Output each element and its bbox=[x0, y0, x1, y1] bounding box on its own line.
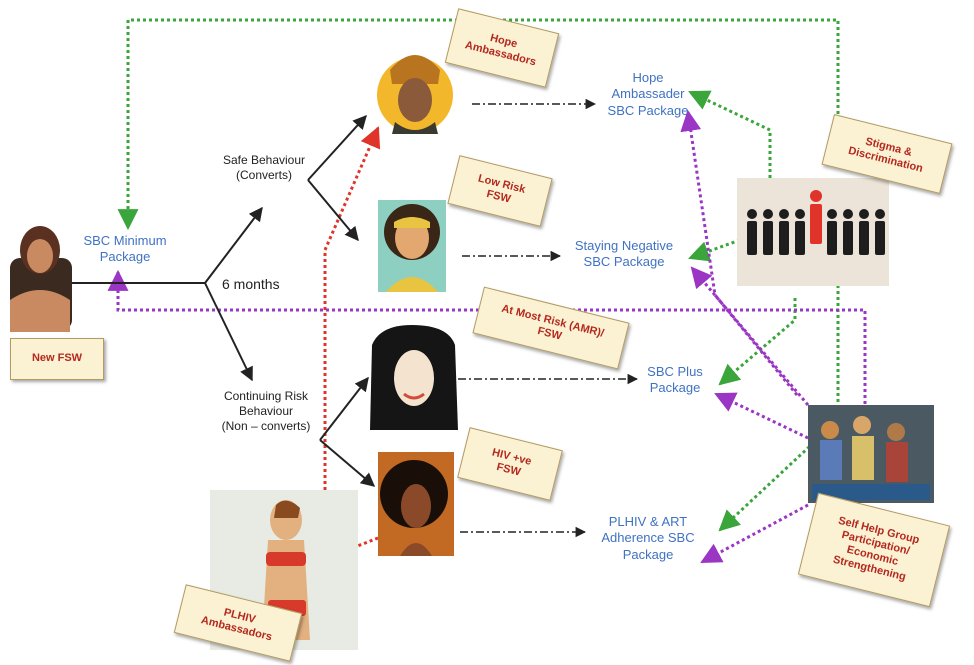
green-arrow-to-negative-pkg bbox=[688, 238, 741, 262]
purple-arrow-to-hope-pkg bbox=[680, 109, 799, 396]
hiv-positive-portrait bbox=[378, 452, 454, 556]
staying-negative-package-label: Staying Negative SBC Package bbox=[574, 238, 674, 270]
red-arrow-plhiv-to-hope bbox=[323, 126, 381, 490]
purple-arrow-to-plhiv-pkg bbox=[700, 503, 809, 564]
arrow-safe-to-low-risk bbox=[307, 179, 359, 242]
sbc-plus-package-label: SBC Plus Package bbox=[647, 364, 703, 396]
arrow-risk-to-amr bbox=[319, 376, 369, 441]
safe-behaviour-label: Safe Behaviour (Converts) bbox=[222, 153, 306, 182]
arrow-safe-to-hope bbox=[307, 114, 367, 181]
self-help-group-image bbox=[808, 405, 934, 503]
new-fsw-tag: New FSW bbox=[10, 338, 104, 380]
arrow-risk-to-hiv bbox=[319, 439, 376, 487]
stigma-figures-image bbox=[737, 178, 889, 286]
purple-arrow-amr-line bbox=[107, 269, 867, 410]
amr-portrait bbox=[370, 325, 458, 430]
green-arrow-top-loop bbox=[117, 18, 840, 231]
low-risk-portrait bbox=[378, 200, 446, 292]
green-arrow-to-hope-pkg bbox=[688, 90, 772, 178]
green-arrow-to-plus-pkg bbox=[718, 298, 797, 386]
arrow-to-safe bbox=[204, 206, 263, 284]
new-fsw-portrait bbox=[10, 226, 72, 332]
hope-ambassador-portrait bbox=[377, 55, 453, 134]
sbc-minimum-package-label: SBC Minimum Package bbox=[83, 233, 167, 265]
purple-arrow-to-plus-pkg bbox=[714, 392, 809, 440]
continuing-risk-label: Continuing Risk Behaviour (Non – convert… bbox=[221, 389, 311, 433]
plhiv-art-package-label: PLHIV & ART Adherence SBC Package bbox=[601, 514, 695, 562]
purple-arrows bbox=[107, 109, 867, 564]
dash-dot-arrows bbox=[458, 98, 639, 538]
arrow-to-risk bbox=[204, 282, 253, 382]
six-months-label: 6 months bbox=[222, 276, 280, 292]
black-arrows bbox=[72, 114, 376, 487]
hope-ambassader-package-label: Hope Ambassader SBC Package bbox=[607, 70, 689, 118]
